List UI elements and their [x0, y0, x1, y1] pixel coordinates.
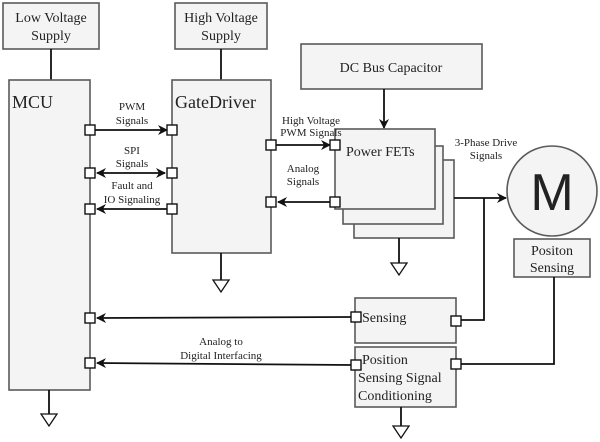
adc-label-2: Digital Interfacing	[180, 350, 262, 362]
spi-label-2: Signals	[116, 158, 148, 170]
motor-block: M	[506, 145, 598, 237]
current-sense-feedback-wire	[461, 198, 485, 321]
position-conditioning-ground-icon	[391, 425, 411, 440]
gate-driver-port-fault	[166, 203, 178, 215]
motor-label: M	[530, 164, 573, 222]
analog-signals-label-2: Signals	[287, 176, 319, 188]
power-fets-port-pwm	[329, 139, 341, 151]
position-sensing-label-1: Positon	[531, 244, 573, 259]
fault-io-label-1: Fault and	[111, 180, 153, 192]
high-voltage-supply-label-2: Supply	[201, 29, 241, 44]
low-voltage-supply-label-2: Supply	[31, 29, 71, 44]
gate-driver-port-hv-pwm	[265, 139, 277, 151]
gate-driver-port-spi	[166, 167, 178, 179]
low-voltage-supply-label-1: Low Voltage	[15, 11, 86, 26]
mcu-port-spi	[84, 167, 96, 179]
position-sensing-label-2: Sensing	[530, 261, 574, 276]
gate-driver-label: GateDriver	[175, 92, 256, 112]
mcu-port-fault	[84, 203, 96, 215]
high-voltage-supply-label-1: High Voltage	[184, 11, 258, 26]
dc-bus-capacitor-label: DC Bus Capacitor	[340, 61, 443, 76]
dc-bus-capacitor-block: DC Bus Capacitor	[300, 43, 483, 90]
gate-driver-port-analog	[265, 196, 277, 208]
position-to-mcu-arrow	[96, 358, 352, 369]
motor-icon	[506, 145, 598, 237]
position-conditioning-port-in	[450, 358, 462, 370]
sensing-block: Sensing	[354, 297, 457, 344]
position-conditioning-label-1: Position	[362, 353, 408, 368]
power-fets-label: Power FETs	[346, 145, 415, 160]
mcu-ground-icon	[39, 413, 59, 428]
position-conditioning-label-3: Conditioning	[358, 389, 432, 404]
position-conditioning-port-out	[350, 359, 362, 371]
fault-io-label-2: IO Signaling	[104, 194, 161, 206]
analog-signals-label-1: Analog	[287, 163, 320, 175]
hv-pwm-label-2: PWM Signals	[280, 127, 341, 139]
sensing-to-mcu-arrow	[96, 312, 352, 323]
mcu-port-sensing	[84, 312, 96, 324]
pwm-label-2: Signals	[116, 115, 148, 127]
adc-label-1: Analog to	[199, 336, 243, 348]
pwm-label-1: PWM	[119, 101, 146, 113]
hv-pwm-label-1: High Voltage	[282, 115, 340, 127]
three-phase-label-1: 3-Phase Drive	[455, 137, 518, 149]
gate-driver-ground-icon	[211, 279, 231, 294]
power-fets-port-analog	[329, 196, 341, 208]
low-voltage-supply-block: Low Voltage Supply	[2, 2, 100, 50]
gate-driver-block: GateDriver	[171, 79, 272, 254]
gate-driver-port-pwm-in	[166, 124, 178, 136]
position-feedback-wire	[461, 277, 555, 365]
sensing-port-out	[350, 311, 362, 323]
position-conditioning-label-2: Sensing Signal	[358, 371, 442, 386]
mcu-port-pwm	[84, 124, 96, 136]
spi-label-1: SPI	[124, 145, 140, 157]
three-phase-label-2: Signals	[470, 150, 502, 162]
power-fets-block: Power FETs	[334, 128, 455, 239]
position-signal-conditioning-block: Position Sensing Signal Conditioning	[354, 346, 457, 408]
power-fets-ground-icon	[389, 262, 409, 277]
mcu-port-position	[84, 357, 96, 369]
mcu-block: MCU	[8, 79, 91, 391]
mcu-label: MCU	[12, 92, 53, 112]
sensing-port-in	[450, 315, 462, 327]
sensing-label: Sensing	[362, 311, 406, 326]
position-sensing-block: Positon Sensing	[513, 238, 591, 278]
high-voltage-supply-block: High Voltage Supply	[174, 2, 268, 50]
